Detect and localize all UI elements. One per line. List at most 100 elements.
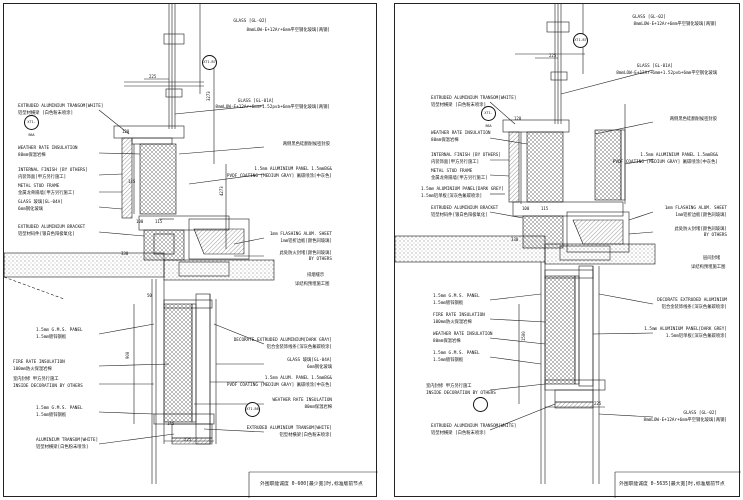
callout-label: 内装饰面[甲方另行施工] — [18, 175, 67, 180]
callout-label: INTERNAL FINISH [BY OTHERS] — [18, 168, 88, 173]
callout-label: 铝型材横梁 [白色粉末喷涂] — [431, 431, 487, 436]
dimension-label: 120 — [122, 129, 130, 134]
callout-label: GLASS 玻璃[GL-04A] — [18, 200, 63, 205]
callout-label: METAL STUD FRAME — [18, 184, 60, 189]
callout-label: 6mm钢化玻璃 — [307, 365, 332, 370]
dimension-label: 330 — [121, 251, 129, 256]
detail-reference-tag[interactable]: XT1-B7 — [573, 33, 588, 48]
callout-label: EXTRUDED ALUMINIUM TRANSOM[WHITE] — [246, 426, 332, 431]
dimension-label: 145 — [167, 421, 175, 426]
dimension-label: 50 — [147, 293, 152, 298]
detail-reference-tag[interactable]: XT1-B6A — [24, 115, 39, 137]
callout-label: 1.5mm ALUMINIUM PANEL 1.5mmBG& — [640, 153, 718, 158]
callout-label: GLASS [GL-01A] — [237, 99, 274, 104]
detail-reference-tag[interactable] — [473, 397, 488, 412]
callout-label: WEATHER RATE INSULATION — [431, 131, 491, 136]
callout-label: EXTRUDED ALUMINIUM TRANSOM[WHITE] — [431, 96, 517, 101]
callout-label: 金属龙骨隔墙[甲方另行施工] — [431, 176, 488, 181]
callout-label: 此处防火封堵[颜色同玻璃] — [279, 251, 332, 256]
dimension-label: 225 — [549, 53, 557, 58]
vertical-dimension-label: 900 — [125, 351, 130, 359]
callout-label: GLASS [GL-02] — [632, 15, 666, 20]
drawing-sheet-right: GLASS [GL-02] 8mmLOW-E+12Ar+6mm平空钢化玻璃[两钢]… — [394, 3, 741, 498]
detail-reference-tag[interactable]: XT1-B7 — [202, 55, 217, 70]
dimension-label: 115 — [155, 219, 163, 224]
callout-label: 8mmLOW-E+12Ar+6mm平空钢化玻璃[两钢] — [643, 418, 727, 423]
callout-label: 80mm保温岩棉 — [18, 153, 46, 158]
callout-label: 排烟缝示 — [307, 273, 325, 278]
callout-label: 1.5mm G.M.S. PANEL — [433, 294, 480, 299]
callout-label: 1.5mm G.M.S. PANEL — [36, 406, 83, 411]
callout-label: ALUMINIUM TRANSOM[WHITE] — [36, 438, 99, 443]
callout-label: PVDF COATING [MEDIUM GRAY] 氟碳喷涂[中灰色] — [226, 174, 332, 179]
callout-label: 8mmLOW-E+12Ar+6mm平空钢化玻璃[两钢] — [633, 22, 717, 27]
dimension-label: 100 — [522, 206, 530, 211]
callout-label: INSIDE DECORATION BY OTHERS — [13, 384, 83, 389]
callout-label: 铝型材码件[银白色阳极氧化] — [18, 232, 75, 237]
callout-label: DECORATE EXTRUDED ALUMINIUM — [657, 298, 727, 303]
callout-label: 8mmLOW-E+12Ar+6mm平空钢化玻璃[两钢] — [246, 28, 330, 33]
callout-label: GLASS [GL-01A] — [636, 64, 673, 69]
callout-label: 详结构预埋施工图 — [295, 282, 330, 287]
callout-label: BY OTHERS — [703, 233, 727, 238]
callout-label: INSIDE DECORATION BY OTHERS — [426, 391, 496, 396]
callout-label: 80mm保温岩棉 — [431, 138, 459, 143]
callout-label: 1.5mm铝单板[深灰色氟碳喷涂] — [421, 194, 483, 199]
callout-label: GLASS 玻璃[GL-04A] — [287, 358, 332, 363]
callout-label: 80mm保温岩棉 — [433, 339, 461, 344]
callout-label: EXTRUDED ALUMINIUM BRACKET — [431, 206, 499, 211]
callout-label: DECORATE EXTRUDED ALUMINIUM[DARK GRAY] — [233, 338, 332, 343]
callout-label: FIRE RATE INSULATION — [13, 360, 65, 365]
callout-label: GLASS [GL-02] — [683, 411, 717, 416]
callout-label: 1mm FLASHING ALUM. SHEET — [664, 206, 727, 211]
dimension-label: 145 — [128, 179, 136, 184]
callout-label: 100mm防火保温岩棉 — [13, 367, 52, 372]
callout-label: 1.5mm ALUMINIUM PANEL[DARK GREY] — [644, 327, 727, 332]
callout-label: 详结构预埋施工图 — [691, 265, 726, 270]
callout-label: 铝型材码件[银白色阳极氧化] — [431, 213, 488, 218]
left-detail-drawing — [4, 4, 378, 498]
right-detail-drawing — [395, 4, 741, 498]
callout-label: 铝型材横梁 [白色粉末喷涂] — [18, 111, 74, 116]
callout-label: 金属龙骨隔墙[甲方另行施工] — [18, 191, 75, 196]
callout-label: BY OTHERS — [308, 257, 332, 262]
callout-label: 1.5mm镀锌钢板 — [433, 301, 464, 306]
callout-label: 1mm FLASHING ALUM. SHEET — [269, 232, 332, 237]
detail-reference-tag[interactable]: XT1-B6 — [245, 402, 260, 417]
callout-label: 室内封修 甲方另行施工 — [426, 384, 472, 389]
callout-label: 铝型材横梁 [白色粉末喷涂] — [431, 103, 487, 108]
callout-label: 铝合金装饰线条[深灰色氟碳喷涂] — [266, 345, 332, 350]
dimension-label: 225 — [149, 74, 157, 79]
callout-label: 铝型材横梁[白色粉末喷涂] — [36, 445, 89, 450]
callout-label: EXTRUDED ALUMINIUM BRACKET — [18, 225, 86, 230]
callout-label: 1.5mm镀锌钢板 — [36, 335, 67, 340]
callout-label: 1.5mm镀锌钢板 — [36, 413, 67, 418]
dimension-label: 330 — [511, 237, 519, 242]
callout-label: 1.5mm镀锌钢板 — [433, 358, 464, 363]
left-drawing-title: 外围职能诚度 0-600[最少宽]时,标准版前节点 — [260, 482, 363, 487]
detail-reference-tag[interactable]: XT1-B6A — [481, 106, 496, 128]
callout-label: PVDF COATING [MEDIUM GRAY] 氟碳喷涂[中灰色] — [612, 160, 718, 165]
callout-label: 1.5mm G.M.S. PANEL — [36, 328, 83, 333]
callout-label: 铝型材横梁[白色粉末喷涂] — [279, 433, 332, 438]
callout-label: 1.5mm ALUM. PANEL 1.5mmBG& — [264, 376, 332, 381]
vertical-dimension-label: 1500 — [521, 331, 526, 341]
dimension-label: 225 — [594, 401, 602, 406]
callout-label: 1mm铝折边板[颜色同玻璃] — [280, 239, 332, 244]
vertical-dimension-label: 4273 — [219, 186, 224, 196]
callout-label: WEATHER RATE INSULATION — [18, 146, 78, 151]
dimension-label: 100 — [136, 219, 144, 224]
callout-label: 8mmLOW-E+12Ar+6mm+1.52pvb+6mm平空钢化玻璃 — [616, 71, 717, 76]
callout-label: EXTRUDED ALUMINIUM TRANSOM[WHITE] — [431, 424, 517, 429]
callout-label: 两侧黑色硅酮耐候密封胶 — [282, 142, 330, 147]
callout-label: 室内封修 甲方另行施工 — [13, 377, 59, 382]
callout-label: FIRE RATE INSULATION — [433, 313, 485, 318]
callout-label: GLASS [GL-02] — [233, 19, 267, 24]
callout-label: 1.5mm ALUMINIUM PANEL[DARK GREY] — [421, 187, 504, 192]
dimension-label: 225 — [184, 437, 192, 442]
callout-label: WEATHER RATE INSULATION — [272, 398, 333, 403]
callout-label: 1.5mm G.M.S. PANEL — [433, 351, 480, 356]
dimension-label: 115 — [541, 206, 549, 211]
drawing-sheet-left: GLASS [GL-02] 8mmLOW-E+12Ar+6mm平空钢化玻璃[两钢]… — [3, 3, 378, 498]
callout-label: 100mm防火保温岩棉 — [433, 320, 472, 325]
